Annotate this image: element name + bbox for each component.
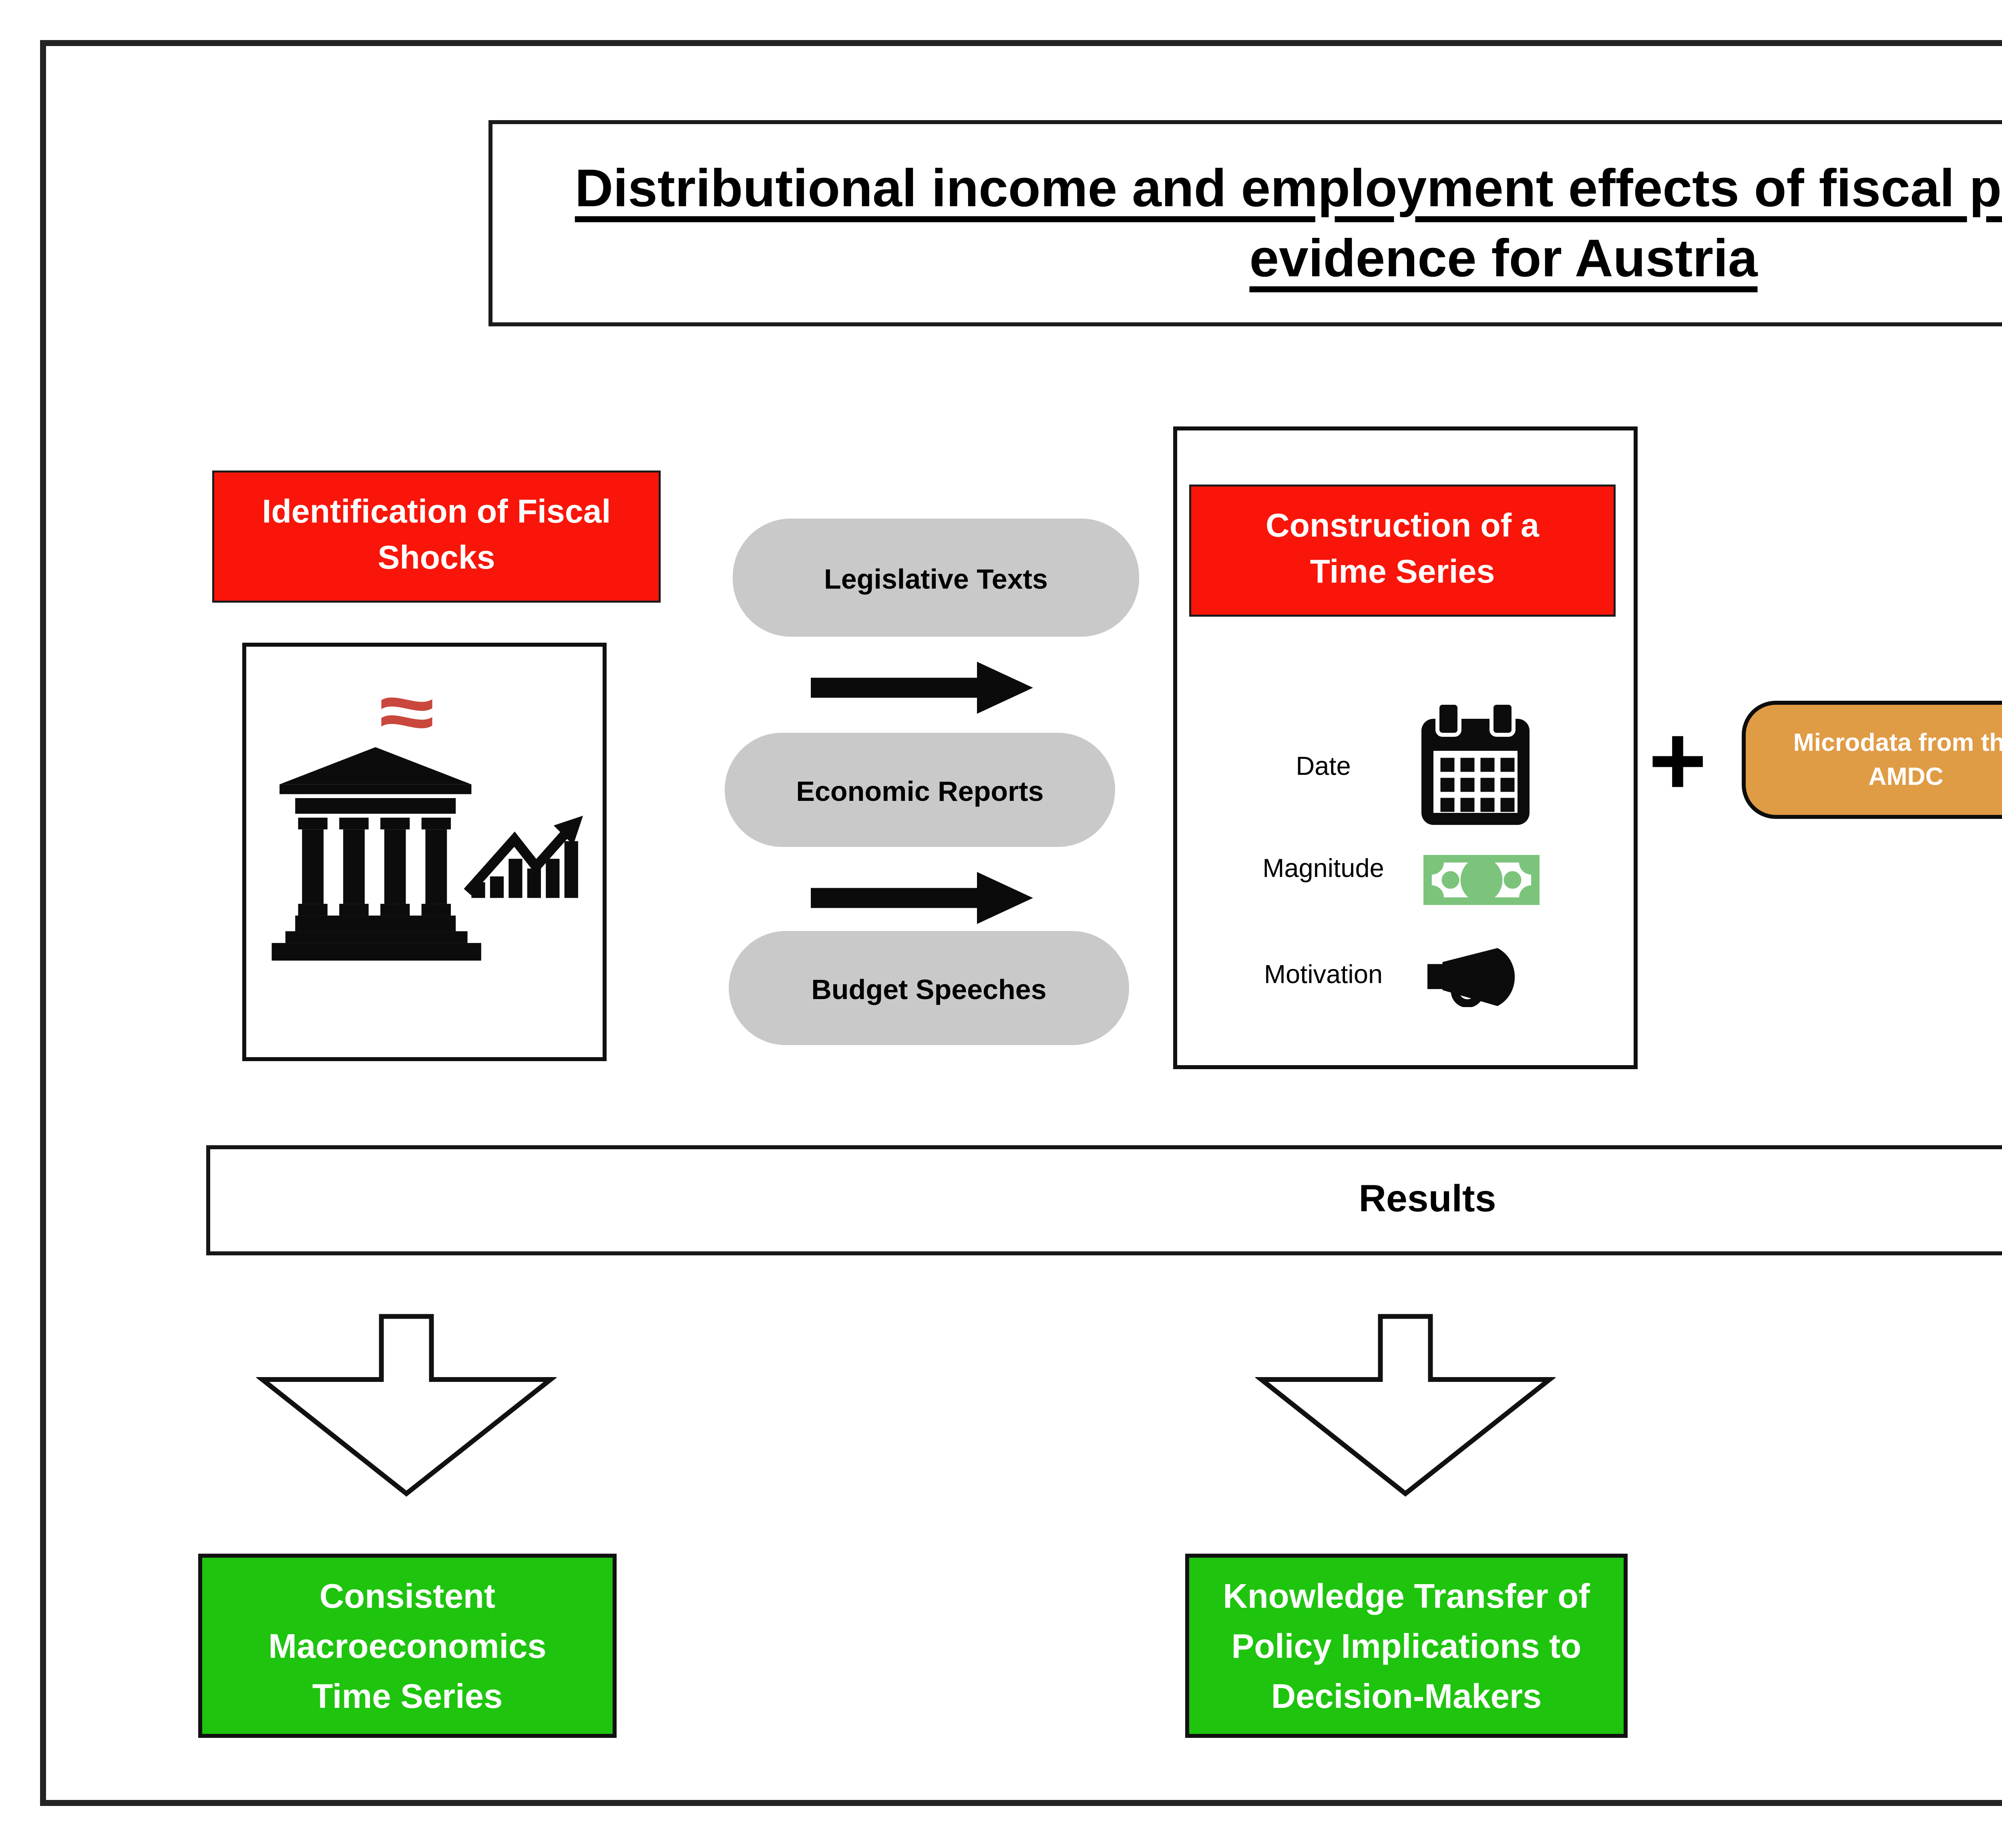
construction-header-line-1: Construction of a bbox=[1266, 509, 1539, 545]
outcome-line: Decision-Makers bbox=[1271, 1677, 1542, 1715]
outcome-line: Macroeconomics bbox=[268, 1627, 547, 1665]
date-label: Date bbox=[1296, 751, 1351, 781]
austria-flag-icon bbox=[381, 697, 432, 728]
plus-sign: + bbox=[1648, 705, 1707, 817]
source-pill-legislative-texts: Legislative Texts bbox=[733, 519, 1139, 637]
outcome-line: Consistent bbox=[319, 1577, 496, 1615]
magnitude-label: Magnitude bbox=[1262, 853, 1384, 883]
title-box: Distributional income and employment eff… bbox=[488, 120, 2002, 326]
megaphone-icon bbox=[1427, 947, 1538, 1007]
bank-building-shape bbox=[271, 747, 481, 961]
down-arrow-icon bbox=[1255, 1314, 1556, 1497]
microdata-line-2: AMDC bbox=[1868, 762, 1944, 790]
source-pill-economic-reports: Economic Reports bbox=[725, 733, 1115, 847]
identification-header-line-2: Shocks bbox=[378, 541, 495, 577]
outer-border bbox=[40, 40, 2002, 1806]
outcome-line: Policy Implications to bbox=[1231, 1627, 1582, 1665]
construction-box: Construction of a Time Series Date bbox=[1173, 426, 1638, 1069]
microdata-box: Microdata from the AMDC bbox=[1742, 701, 2002, 819]
outcome-box-macro-series: Consistent Macroeconomics Time Series bbox=[198, 1554, 617, 1738]
results-box: Results bbox=[206, 1145, 2002, 1255]
calendar-icon bbox=[1421, 703, 1530, 825]
source-pill-label: Economic Reports bbox=[796, 774, 1044, 806]
page-title-line-2: evidence for Austria bbox=[1249, 227, 1758, 288]
source-pill-budget-speeches: Budget Speeches bbox=[729, 931, 1129, 1045]
source-pill-label: Legislative Texts bbox=[824, 561, 1048, 594]
identification-header-box: Identification of Fiscal Shocks bbox=[212, 471, 661, 603]
construction-header-box: Construction of a Time Series bbox=[1189, 485, 1616, 617]
page-title-line-1: Distributional income and employment eff… bbox=[575, 157, 2002, 217]
motivation-label: Motivation bbox=[1264, 959, 1383, 989]
outcome-line: Knowledge Transfer of bbox=[1223, 1577, 1590, 1615]
down-arrow-icon bbox=[256, 1314, 557, 1497]
construction-header-line-2: Time Series bbox=[1310, 555, 1495, 591]
outcome-box-knowledge-transfer: Knowledge Transfer of Policy Implication… bbox=[1185, 1554, 1628, 1738]
microdata-line-1: Microdata from the bbox=[1793, 728, 2002, 756]
right-arrow-icon bbox=[811, 662, 1033, 714]
results-label: Results bbox=[1359, 1178, 1496, 1221]
outcome-line: Time Series bbox=[312, 1677, 503, 1715]
source-pill-label: Budget Speeches bbox=[811, 972, 1047, 1004]
right-arrow-icon bbox=[811, 872, 1033, 924]
fiscal-shock-illustration-box bbox=[242, 643, 607, 1061]
identification-header-line-1: Identification of Fiscal bbox=[262, 495, 611, 531]
bank-building-icon bbox=[271, 697, 583, 961]
banknote-icon bbox=[1423, 855, 1540, 905]
